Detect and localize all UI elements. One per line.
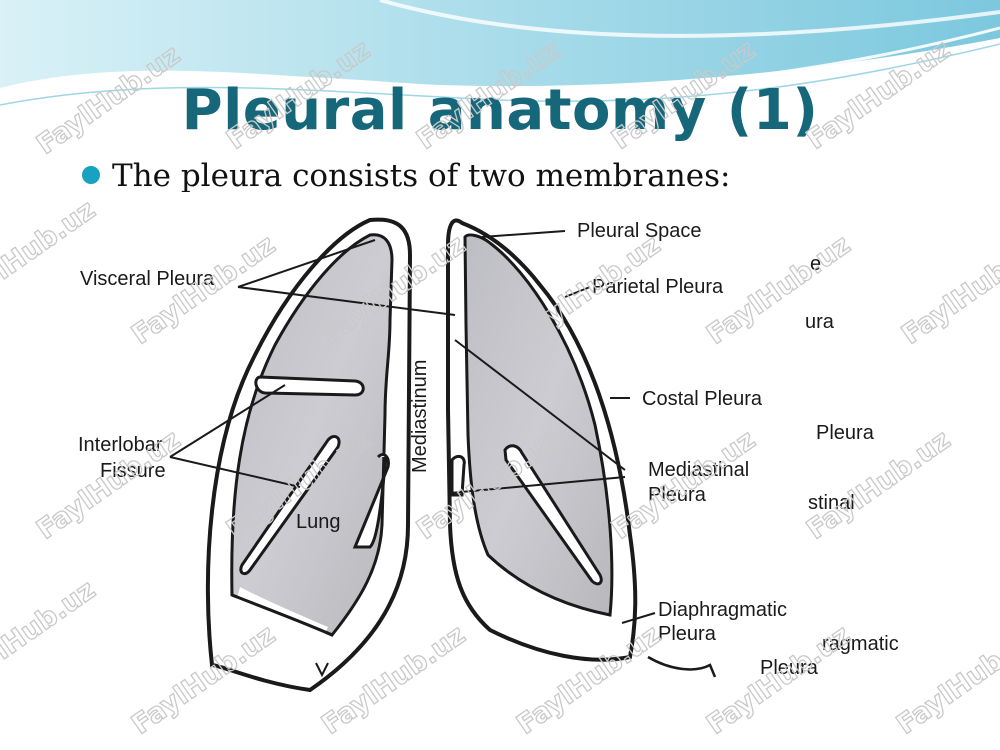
right-lung xyxy=(463,233,614,617)
header-wave-decoration xyxy=(0,0,1000,106)
fragment-label-1: e xyxy=(810,253,821,275)
pleura-diagram: Pleural Space Visceral Pleura Parietal P… xyxy=(70,195,920,705)
right-interlobar-fissure xyxy=(503,444,603,586)
right-mediastinal-notch xyxy=(450,454,466,497)
label-costal-pleura: Costal Pleura xyxy=(642,388,763,410)
label-lung: Lung xyxy=(296,511,341,533)
fragment-label-4: stinal xyxy=(808,492,855,514)
pleura-diagram-svg: Pleural Space Visceral Pleura Parietal P… xyxy=(78,217,899,693)
bullet-dot-icon xyxy=(82,166,100,184)
leader-lines xyxy=(169,230,656,624)
label-parietal-pleura: Parietal Pleura xyxy=(592,276,724,298)
fragment-label-6: Pleura xyxy=(760,657,819,679)
bullet-point: The pleura consists of two membranes: xyxy=(82,158,902,192)
label-diaphragmatic-pleura-line1: Diaphragmatic xyxy=(658,599,787,621)
left-interlobar-fissure-lower xyxy=(239,435,341,576)
slide-title: Pleural anatomy (1) xyxy=(181,78,819,143)
label-mediastinal-pleura-line1: Mediastinal xyxy=(648,459,749,481)
label-visceral-pleura: Visceral Pleura xyxy=(80,268,215,290)
label-interlobar-fissure-line1: Interlobar xyxy=(78,434,163,456)
label-pleural-space: Pleural Space xyxy=(577,220,702,242)
stray-mark-right xyxy=(647,655,717,678)
label-interlobar-fissure-line2: Fissure xyxy=(100,460,166,482)
left-interlobar-fissure-upper xyxy=(254,375,365,397)
fragment-label-5: ragmatic xyxy=(822,633,899,655)
left-base-line xyxy=(231,593,333,637)
left-lung xyxy=(230,233,394,637)
fragment-label-2: ura xyxy=(805,311,835,333)
label-mediastinum: Mediastinum xyxy=(409,360,431,473)
left-base-gap xyxy=(228,587,328,673)
label-diaphragmatic-pleura-line2: Pleura xyxy=(658,623,717,645)
bullet-text: The pleura consists of two membranes: xyxy=(112,158,731,192)
left-mediastinal-notch xyxy=(352,453,390,549)
label-mediastinal-pleura-line2: Pleura xyxy=(648,484,707,506)
stray-mark-left xyxy=(315,662,329,678)
fragment-label-3: Pleura xyxy=(816,422,875,444)
